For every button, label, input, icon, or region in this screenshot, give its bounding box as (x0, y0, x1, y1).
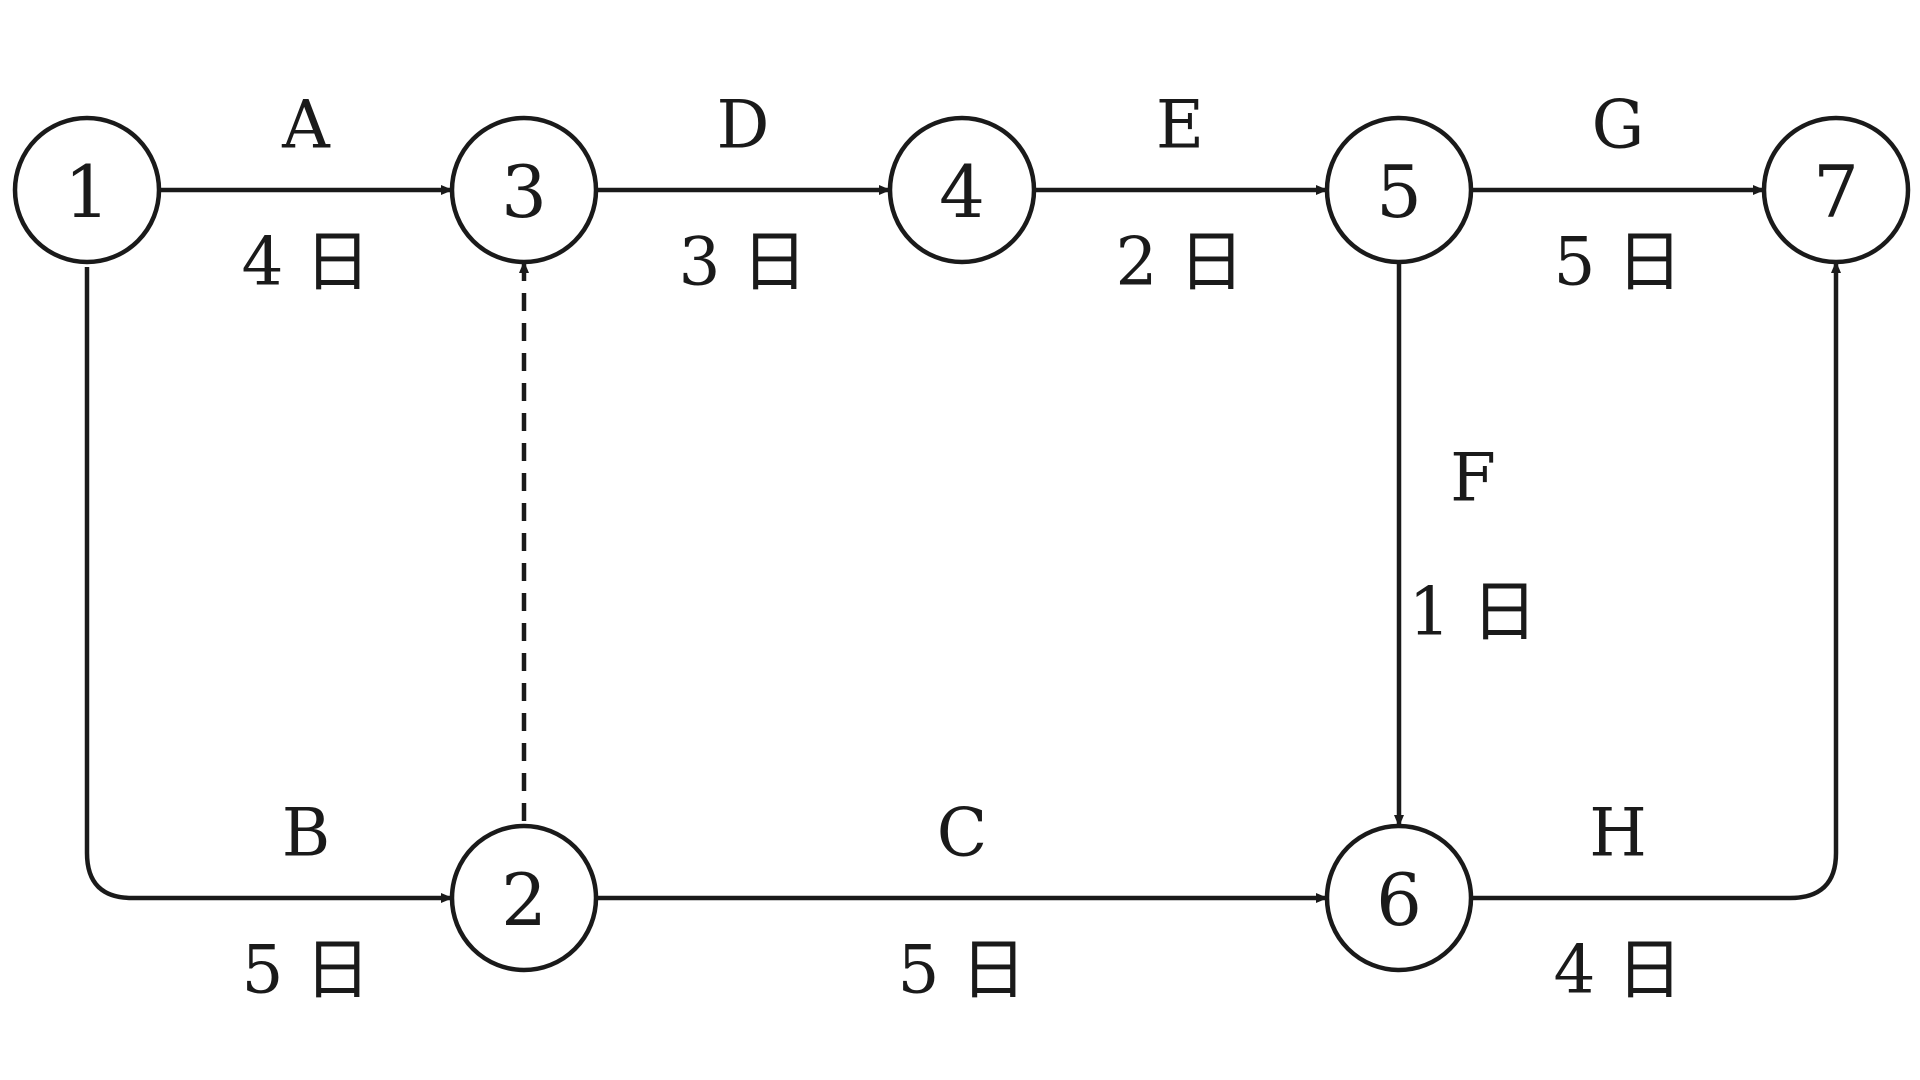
activity-name-f: F (1450, 440, 1496, 517)
labels-layer: A 4 日 B 5 日 C 5 日 D 3 日 E 2 日 F 1 日 G 5 日 H 4 日 (242, 87, 1683, 1009)
event-node-1: 1 (12, 115, 162, 265)
event-node-3: 3 (449, 115, 599, 265)
activity-duration-a: 4 日 (242, 224, 371, 301)
activity-duration-b: 5 日 (242, 932, 371, 1009)
event-node-label: 1 (64, 150, 110, 234)
activity-name-c: C (937, 795, 988, 872)
nodes-layer: 1 2 3 4 5 6 7 (12, 115, 1911, 973)
event-node-7: 7 (1761, 115, 1911, 265)
event-node-circle (1324, 115, 1474, 265)
activity-name-h: H (1589, 795, 1647, 872)
event-node-circle (449, 823, 599, 973)
activity-arrow-b (84, 267, 453, 903)
event-node-4: 4 (887, 115, 1037, 265)
event-node-6: 6 (1324, 823, 1474, 973)
event-node-circle (12, 115, 162, 265)
event-node-circle (1324, 823, 1474, 973)
activity-name-b: B (282, 795, 331, 872)
activity-duration-e: 2 日 (1116, 224, 1245, 301)
activity-duration-c: 5 日 (898, 932, 1027, 1009)
activity-duration-g: 5 日 (1554, 224, 1683, 301)
edges-layer (84, 185, 1841, 903)
event-node-label: 3 (501, 150, 547, 234)
event-node-5: 5 (1324, 115, 1474, 265)
activity-duration-h: 4 日 (1554, 932, 1683, 1009)
activity-name-d: D (717, 87, 770, 164)
event-node-2: 2 (449, 823, 599, 973)
event-node-label: 6 (1376, 858, 1422, 942)
activity-arrow-h (1471, 261, 1841, 901)
event-node-label: 5 (1376, 150, 1422, 234)
activity-name-e: E (1156, 87, 1204, 164)
activity-name-g: G (1592, 87, 1645, 164)
event-node-circle (449, 115, 599, 265)
activity-name-a: A (281, 87, 331, 164)
event-node-circle (1761, 115, 1911, 265)
event-node-label: 2 (501, 858, 547, 942)
event-node-circle (887, 115, 1037, 265)
activity-duration-f: 1 日 (1409, 574, 1538, 651)
activity-duration-d: 3 日 (679, 224, 808, 301)
event-node-label: 7 (1813, 150, 1859, 234)
event-node-label: 4 (939, 150, 985, 234)
